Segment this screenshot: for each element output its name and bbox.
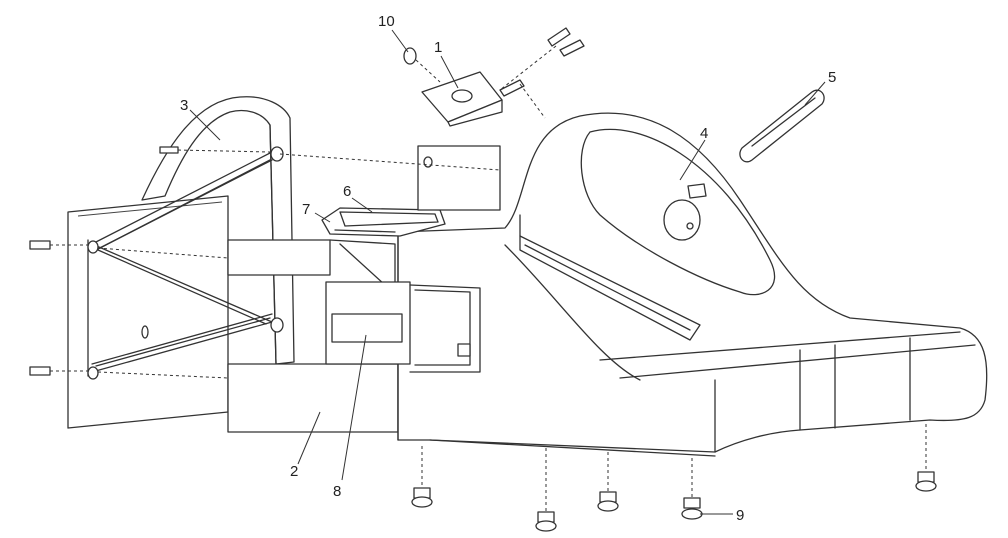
frame-screws (29, 146, 179, 376)
display-window-part (325, 281, 481, 373)
small-pin (403, 47, 417, 65)
top-plate (321, 207, 446, 237)
side-bracket (227, 239, 399, 433)
clamp-block (421, 71, 503, 127)
top-screws (499, 27, 585, 97)
callout-1: 1 (434, 39, 442, 56)
callout-2: 2 (290, 463, 298, 480)
callout-4: 4 (700, 125, 708, 142)
feet (411, 471, 937, 532)
callout-3: 3 (180, 97, 188, 114)
callout-8: 8 (333, 483, 341, 500)
callout-10: 10 (378, 13, 395, 30)
callout-leaders (189, 29, 826, 515)
main-body-housing (397, 112, 988, 457)
rear-support-column (417, 145, 501, 211)
callout-9: 9 (736, 507, 744, 524)
callout-labels: 1 2 3 4 5 6 7 8 9 10 (180, 13, 836, 524)
assembly-guide-lines (50, 45, 927, 512)
rear-frame-panel (67, 96, 295, 429)
callout-6: 6 (343, 183, 351, 200)
callout-7: 7 (302, 201, 310, 218)
knob (739, 89, 825, 163)
callout-5: 5 (828, 69, 836, 86)
